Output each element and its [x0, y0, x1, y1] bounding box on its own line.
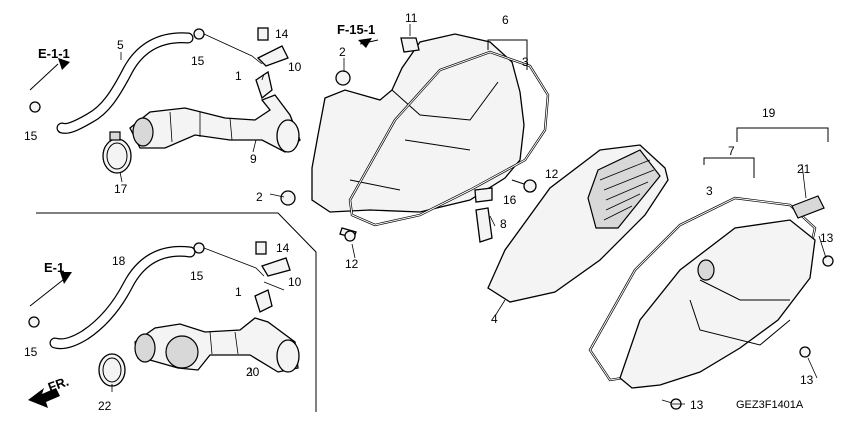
ref-fr: FR.: [46, 374, 71, 395]
callout-14-a: 14: [275, 27, 289, 41]
callout-13-c: 13: [690, 398, 704, 412]
air-cleaner-case[interactable]: [311, 33, 525, 213]
callout-2-a: 2: [339, 45, 346, 59]
callout-12-b: 12: [345, 257, 359, 271]
callout-2-b: 2: [256, 190, 263, 204]
clip-15-lower-b[interactable]: [28, 316, 40, 328]
tube-1-lower[interactable]: [254, 289, 273, 313]
callout-5: 5: [117, 38, 124, 52]
variant-panel-border: [36, 212, 317, 412]
callout-15-d: 15: [24, 345, 38, 359]
screw-2-upper[interactable]: [335, 70, 351, 86]
intake-duct-9[interactable]: [129, 94, 301, 153]
cover-plate-21[interactable]: [791, 195, 825, 219]
callout-leaders: [111, 24, 827, 405]
reference-arrows: [29, 38, 379, 307]
callout-1-a: 1: [235, 69, 242, 83]
clip-14[interactable]: [257, 27, 269, 41]
hose-18[interactable]: [49, 245, 196, 350]
callout-15-c: 15: [190, 269, 204, 283]
callout-20: 20: [246, 365, 260, 379]
clip-15-lower-a[interactable]: [193, 242, 205, 254]
tube-link: [203, 33, 263, 65]
callout-1-b: 1: [235, 285, 242, 299]
hose-clamp-22[interactable]: [98, 353, 126, 387]
callout-8: 8: [500, 217, 507, 231]
callout-14-b: 14: [276, 241, 290, 255]
hose-5[interactable]: [56, 32, 194, 134]
callout-10-a: 10: [288, 60, 302, 74]
ref-f-15-1: F-15-1: [337, 22, 375, 37]
callout-4: 4: [491, 312, 498, 326]
gasket-3[interactable]: [348, 50, 550, 227]
ref-e-1-1: E-1-1: [38, 46, 70, 61]
callout-6: 6: [502, 13, 509, 27]
diagram-code: GEZ3F1401A: [736, 399, 804, 411]
callout-13-b: 13: [800, 373, 814, 387]
intake-duct-20[interactable]: [134, 317, 300, 373]
clip-15-lower[interactable]: [29, 101, 41, 113]
screw-13-mid[interactable]: [799, 346, 811, 358]
callout-7: 7: [728, 144, 735, 158]
callout-21: 21: [797, 162, 811, 176]
callout-13-a: 13: [820, 231, 834, 245]
callout-11: 11: [405, 11, 418, 25]
callout-22: 22: [98, 399, 112, 413]
bolt-12-lower[interactable]: [339, 227, 357, 242]
tube-1[interactable]: [255, 70, 273, 100]
ref-e-1: E-1: [44, 260, 64, 275]
screw-2-lower[interactable]: [280, 190, 296, 206]
joint-10-lower[interactable]: [261, 257, 291, 277]
clip-16[interactable]: [474, 187, 493, 203]
screw-13-right[interactable]: [822, 255, 834, 267]
drain-plug-8[interactable]: [475, 207, 493, 243]
hose-clamp-17[interactable]: [102, 131, 132, 174]
callout-19: 19: [762, 106, 776, 120]
callout-18: 18: [112, 254, 126, 268]
bolt-12-right[interactable]: [511, 179, 537, 193]
callout-10-b: 10: [288, 275, 302, 289]
clip-14-lower[interactable]: [255, 241, 267, 255]
joint-10[interactable]: [256, 45, 289, 67]
callout-3-b: 3: [706, 184, 713, 198]
callout-3-a: 3: [522, 55, 529, 69]
clip-15-upper[interactable]: [193, 28, 205, 40]
fr-arrow-icon: [28, 388, 60, 408]
callout-15-b: 15: [24, 129, 38, 143]
callout-17: 17: [114, 182, 128, 196]
grommet-11[interactable]: [400, 37, 420, 53]
callout-brackets: [487, 39, 829, 178]
callout-16: 16: [503, 193, 517, 207]
air-cleaner-cover[interactable]: [619, 219, 816, 389]
tube-link-lower: [203, 247, 265, 277]
callout-12-a: 12: [545, 167, 559, 181]
callout-15-a: 15: [191, 54, 205, 68]
element-4[interactable]: [487, 144, 669, 303]
callout-9: 9: [250, 152, 257, 166]
